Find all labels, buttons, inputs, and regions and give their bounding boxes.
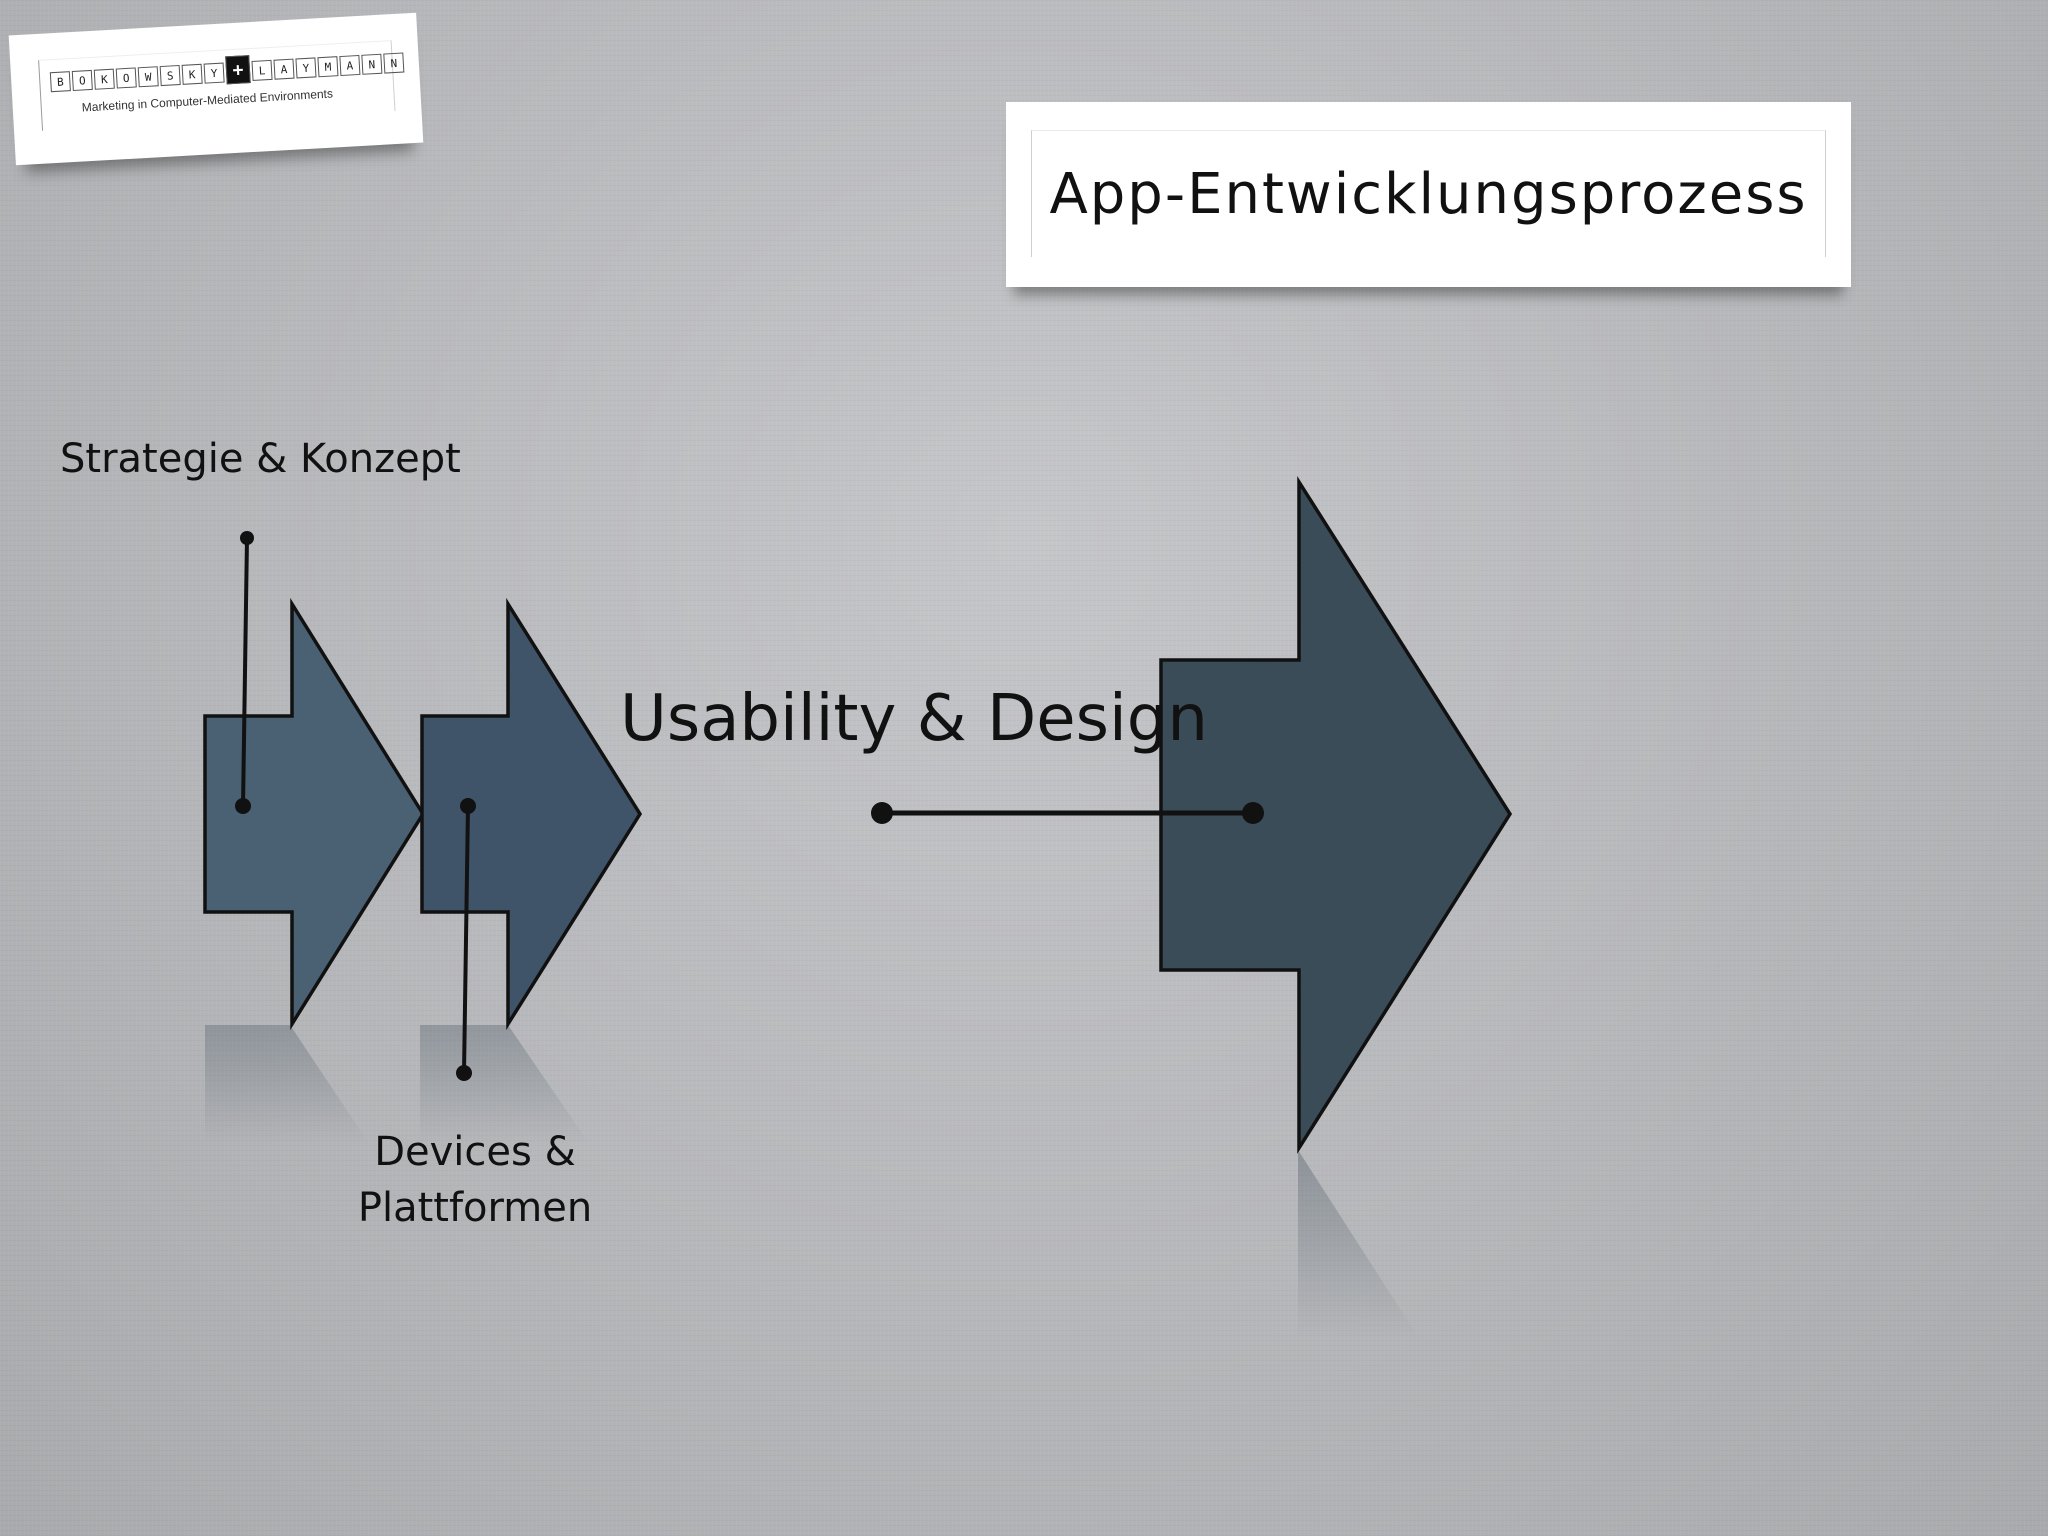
connector-dot <box>871 802 893 824</box>
connector-dot <box>456 1065 472 1081</box>
connector-devices <box>456 798 476 1081</box>
label-devices-plattformen: Devices & Plattformen <box>357 1129 593 1231</box>
connector-dot <box>235 798 251 814</box>
label-usability-design: Usability & Design <box>620 682 1208 756</box>
label-strategie-konzept: Strategie & Konzept <box>60 436 461 482</box>
arrow-reflections <box>205 1025 1420 1340</box>
arrow-devices <box>420 597 643 1031</box>
arrow-1-reflection-tip <box>290 1025 370 1145</box>
arrow-2-reflection <box>420 1025 508 1145</box>
title-frame: App-Entwicklungsprozess <box>1031 130 1826 257</box>
connector-dot <box>460 798 476 814</box>
title-card: App-Entwicklungsprozess <box>1006 102 1851 287</box>
connector-dot <box>1242 802 1264 824</box>
connector-usability <box>871 802 1264 824</box>
arrow-2-reflection-tip <box>508 1025 590 1145</box>
page-title: App-Entwicklungsprozess <box>1049 161 1808 227</box>
arrow-3-reflection <box>1298 1150 1420 1340</box>
arrow-1-reflection <box>205 1025 290 1145</box>
connector-strategie <box>235 531 254 814</box>
connector-dot <box>240 531 254 545</box>
arrow-usability <box>1159 475 1513 1155</box>
arrow-strategie <box>203 597 426 1031</box>
